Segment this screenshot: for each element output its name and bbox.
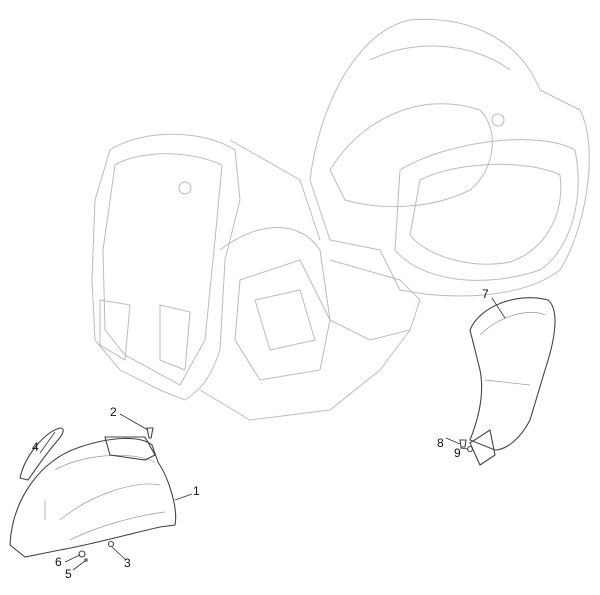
part-1-front-mudguard <box>9 436 177 558</box>
leader-lines <box>39 297 506 571</box>
callout-3: 3 <box>124 556 131 570</box>
callout-5: 5 <box>65 567 72 581</box>
callout-9: 9 <box>454 446 461 460</box>
small-hardware <box>78 427 474 562</box>
part-7-rear-mudguard <box>469 297 556 466</box>
callout-8: 8 <box>437 436 444 450</box>
callout-4: 4 <box>32 440 39 454</box>
callout-6: 6 <box>55 555 62 569</box>
scooter-body <box>91 18 590 421</box>
callout-1: 1 <box>193 484 200 498</box>
callout-7: 7 <box>482 287 489 301</box>
callout-2: 2 <box>110 405 117 419</box>
part-4-trim <box>19 427 64 481</box>
